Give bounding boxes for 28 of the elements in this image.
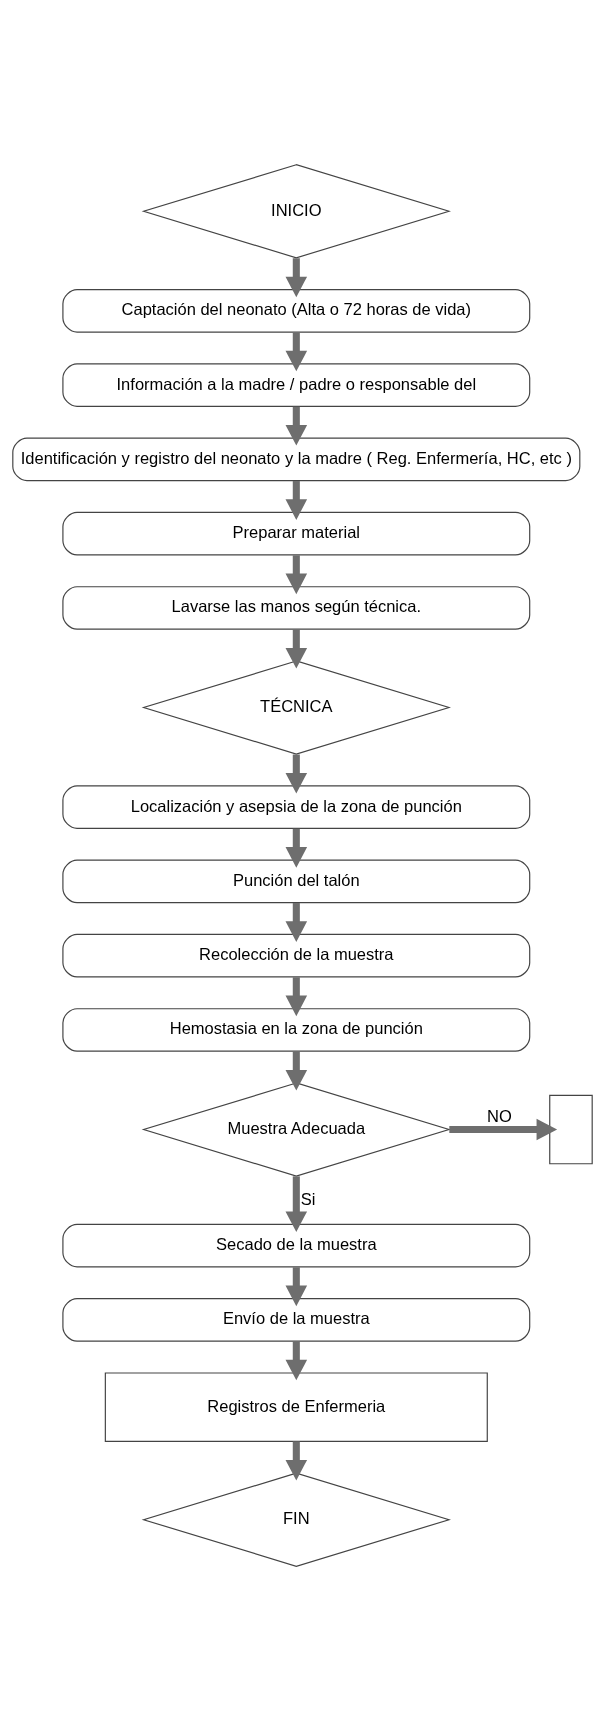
arrow — [285, 628, 308, 669]
arrow — [285, 976, 308, 1016]
edge-label: NO — [486, 1106, 512, 1125]
node-box: Hemostasia en la zona de punción — [62, 1007, 531, 1052]
node-box — [549, 1094, 593, 1164]
arrow — [285, 257, 308, 297]
node-box: Registros de Enfermeria — [104, 1371, 488, 1442]
node-box: Localización y asepsia de la zona de punción — [62, 784, 531, 829]
arrow — [285, 1050, 308, 1091]
node-diamond: INICIO — [141, 163, 451, 258]
arrow — [285, 1175, 308, 1232]
node-box: Identificación y registro del neonato y la madre ( Reg. Enfermería, HC, etc ) — [12, 437, 581, 481]
node-diamond: FIN — [141, 1472, 451, 1567]
node-box: Información a la madre / padre o responsable del — [62, 362, 531, 407]
arrow — [285, 554, 308, 594]
node-box: Punción del talón — [62, 859, 531, 903]
arrow — [285, 1440, 308, 1480]
node-box: Preparar material — [62, 511, 531, 555]
node-box: Lavarse las manos según técnica. — [62, 585, 531, 630]
node-box: Secado de la muestra — [62, 1223, 531, 1267]
node-diamond: Muestra Adecuada — [141, 1081, 451, 1177]
arrow — [285, 1340, 308, 1380]
node-box: Captación del neonato (Alta o 72 horas de vida) — [62, 288, 531, 333]
arrow — [285, 1266, 308, 1306]
edge-label: Si — [300, 1189, 316, 1208]
node-box: Envío de la muestra — [62, 1297, 531, 1342]
node-diamond: TÉCNICA — [141, 659, 451, 755]
node-box: Recolección de la muestra — [62, 933, 531, 977]
